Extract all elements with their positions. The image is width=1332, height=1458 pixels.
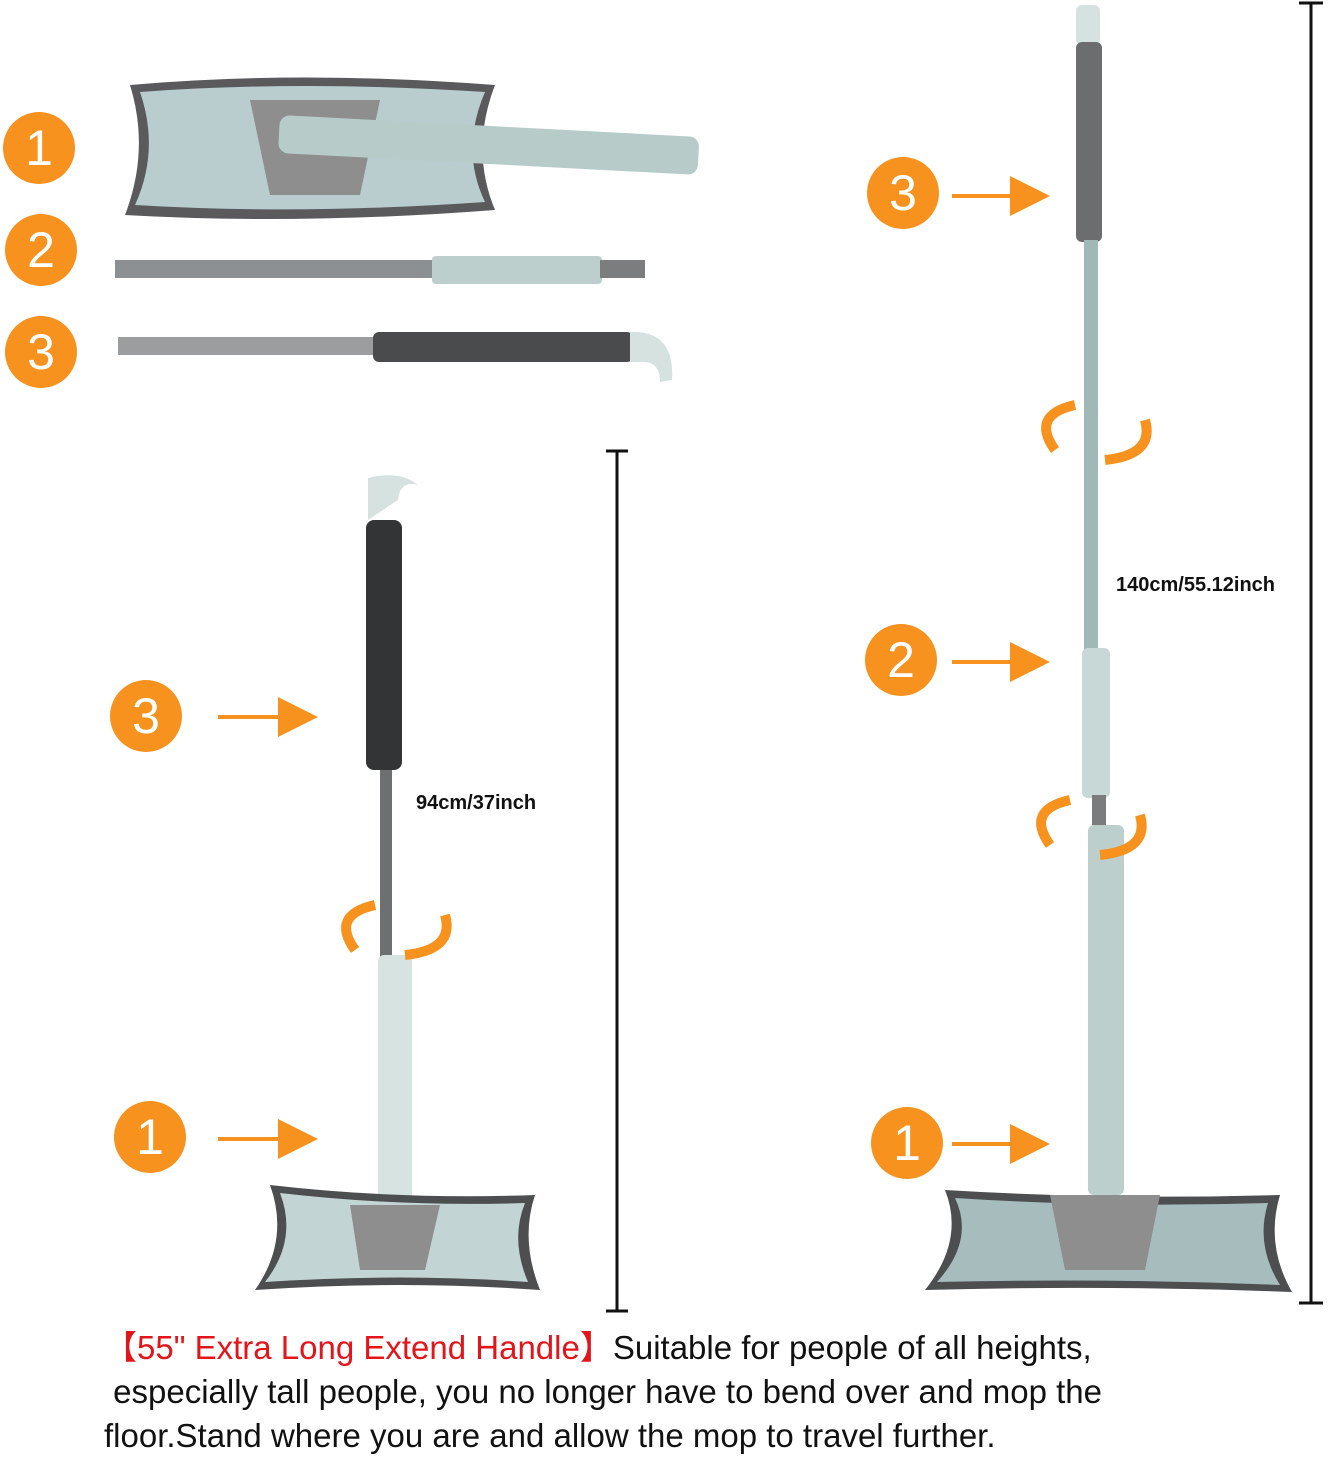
caption-highlight: 【55" Extra Long Extend Handle】: [104, 1329, 613, 1366]
long-mop: [925, 5, 1292, 1292]
handle-part-3: [118, 331, 673, 382]
twist-arrows: [341, 400, 1152, 960]
part-badge-2: 2: [5, 214, 77, 286]
short-mop: [255, 475, 540, 1290]
caption-line-1: Suitable for people of all heights,: [612, 1329, 1092, 1366]
long-mop-badge-2: 2: [865, 624, 937, 696]
short-mop-badge-1: 1: [114, 1101, 186, 1173]
feature-caption: 【55" Extra Long Extend Handle】Suitable f…: [104, 1326, 1304, 1458]
long-mop-badge-3: 3: [867, 157, 939, 229]
short-mop-badge-3: 3: [110, 680, 182, 752]
dimension-lines: [606, 1, 1323, 1313]
long-mop-badge-1: 1: [871, 1107, 943, 1179]
caption-line-3: floor.Stand where you are and allow the …: [104, 1417, 996, 1454]
part-badge-1: 1: [3, 112, 75, 184]
caption-line-2: especially tall people, you no longer ha…: [104, 1373, 1103, 1410]
short-length-label: 94cm/37inch: [416, 792, 537, 814]
handle-part-2: [115, 256, 645, 284]
pointer-arrows: [218, 176, 1050, 1164]
long-length-label: 140cm/55.12inch: [1116, 574, 1275, 596]
mop-head-part: [125, 77, 699, 219]
part-badge-3: 3: [5, 316, 77, 388]
